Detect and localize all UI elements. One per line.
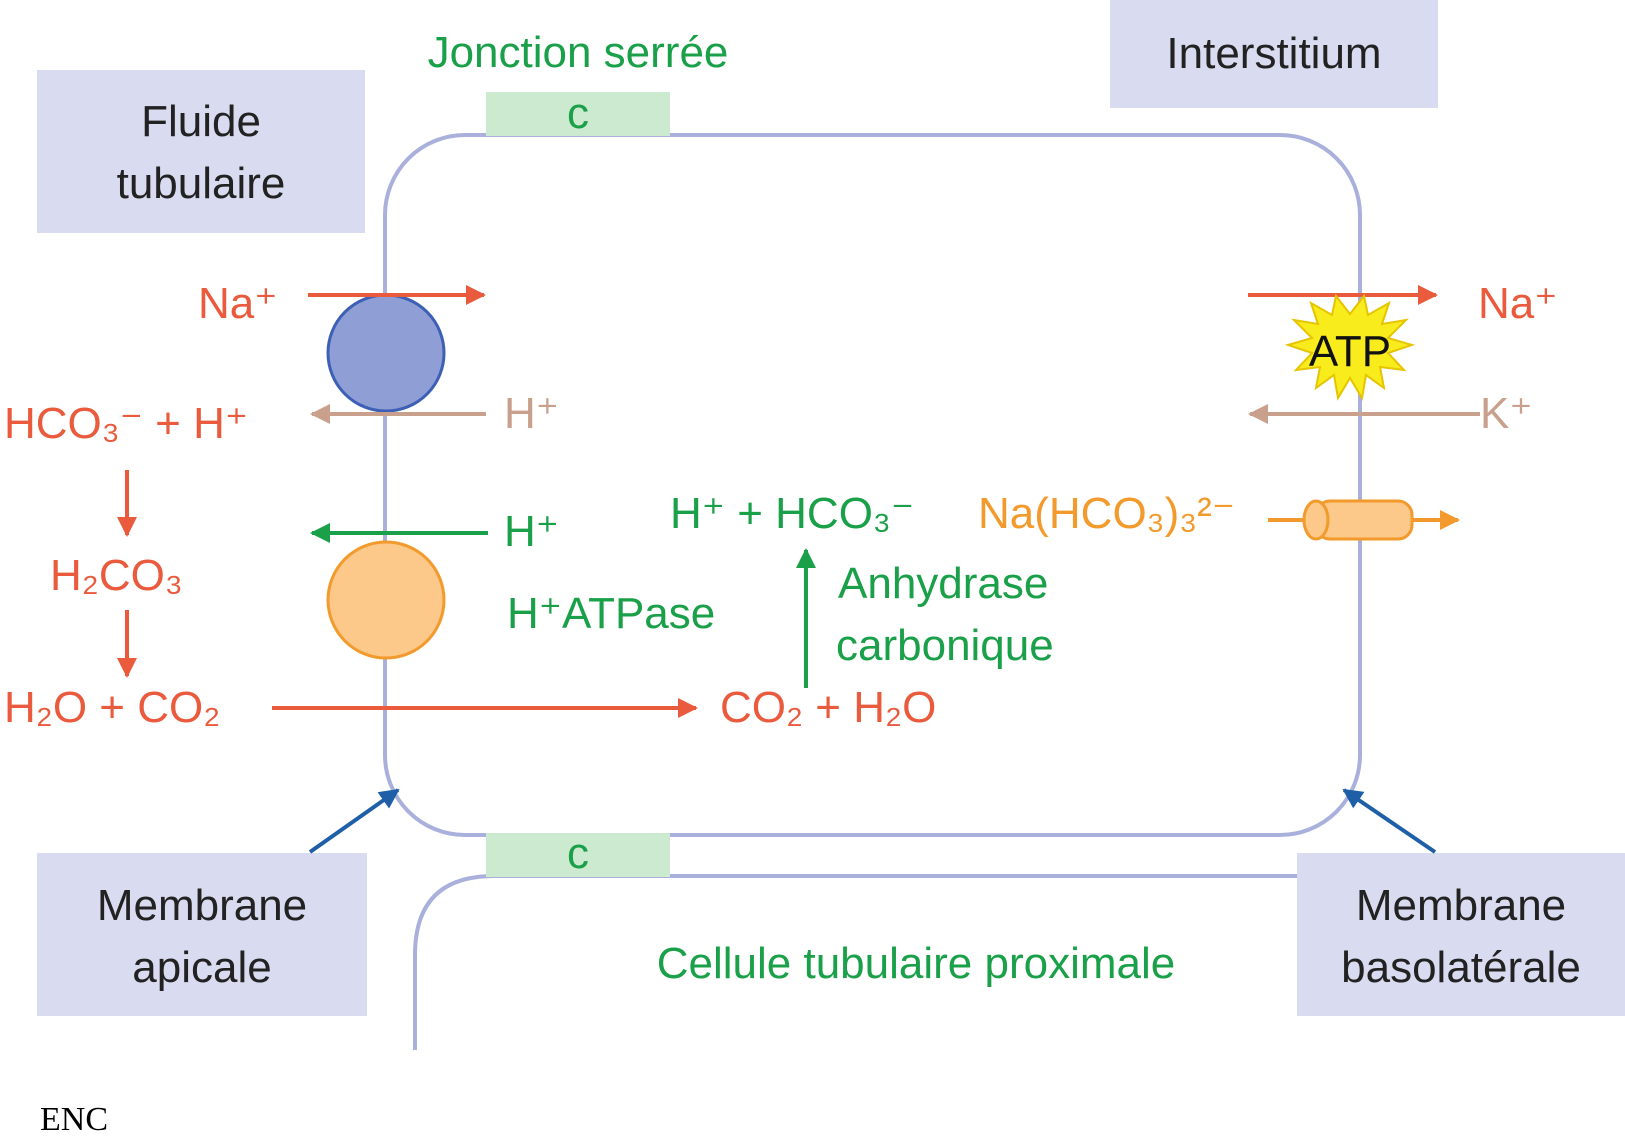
tight-junction-bottom: c [486, 829, 670, 878]
basolateral-pointer-arrow [1342, 788, 1437, 854]
apical-pointer-arrow [308, 788, 400, 854]
tight-junction-label: Jonction serrée [428, 28, 729, 77]
adjacent-cell-membrane [413, 874, 1297, 1050]
fluid-label-line2: tubulaire [117, 159, 286, 208]
enc-logo: ENC [40, 1101, 108, 1138]
junction-top-label: c [567, 89, 589, 138]
h-atpase-pump [326, 540, 446, 660]
na-right-label: Na⁺ [1478, 279, 1557, 328]
fluid-label-line1: Fluide [141, 97, 261, 146]
h2o-co2-label: H₂O + CO₂ [4, 683, 220, 732]
na-left-label: Na⁺ [198, 279, 277, 328]
cell-label: Cellule tubulaire proximale [657, 939, 1175, 988]
h-atpase-label: H⁺ATPase [507, 589, 715, 638]
apical-membrane-label-box: Membrane apicale [37, 853, 367, 1016]
k-right-label: K⁺ [1480, 389, 1533, 438]
interstitium-label-box: Interstitium [1110, 0, 1438, 108]
hco3-h-label: HCO₃⁻ + H⁺ [4, 399, 248, 448]
co2-h2o-label: CO₂ + H₂O [720, 683, 936, 732]
atp-burst-icon [1284, 293, 1416, 401]
fluid-label-box: Fluide tubulaire [37, 70, 365, 233]
interstitium-label: Interstitium [1166, 29, 1381, 78]
junction-bottom-label: c [567, 829, 589, 878]
basolateral-membrane-label-box: Membrane basolatérale [1297, 853, 1625, 1016]
basolateral-label-line1: Membrane [1356, 881, 1566, 930]
apical-label-line2: apicale [132, 943, 271, 992]
tight-junction-top: c [486, 89, 670, 138]
h-apical-label: H⁺ [504, 389, 559, 438]
h-green-label: H⁺ [504, 507, 559, 556]
h-hco3-label: H⁺ + HCO₃⁻ [670, 489, 914, 538]
basolateral-label-line2: basolatérale [1341, 943, 1581, 992]
anhydrase-label-line1: Anhydrase [838, 559, 1048, 608]
bicarbonate-cotransporter [1302, 499, 1414, 541]
cell-membrane [383, 133, 1362, 837]
apical-label-line1: Membrane [97, 881, 307, 930]
anhydrase-label-line2: carbonique [836, 621, 1054, 670]
na-h-exchanger [326, 293, 446, 413]
na-hco3-label: Na(HCO₃)₃²⁻ [978, 489, 1235, 538]
h2co3-label: H₂CO₃ [50, 551, 183, 600]
atp-label: ATP [1309, 327, 1391, 376]
